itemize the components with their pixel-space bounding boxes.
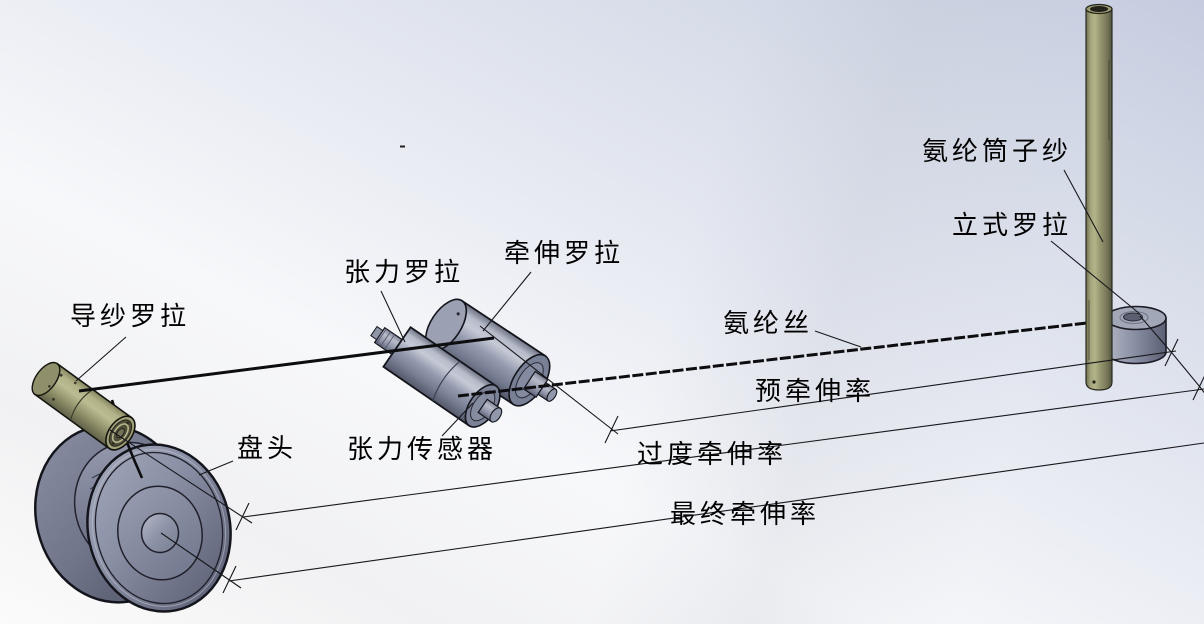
label-spandex-filament: 氨纶丝 [723, 309, 814, 339]
leader-tension-roller [380, 290, 406, 343]
label-vertical-roller: 立式罗拉 [952, 211, 1073, 241]
yarn-guide-to-draft [78, 336, 495, 393]
label-guide-roller: 导纱罗拉 [70, 302, 191, 332]
leader-spandex-package [1063, 169, 1104, 243]
draft-roller [424, 298, 558, 407]
label-draft-roller: 牵伸罗拉 [504, 239, 625, 269]
leader-vertical-roller [1050, 240, 1141, 315]
label-spandex-package: 氨纶筒子纱 [922, 137, 1073, 167]
tick-pre-left [604, 415, 619, 444]
dim-pre-draft [609, 350, 1177, 432]
yarn-draft-to-package [457, 319, 1105, 398]
dim-transition-draft [242, 388, 1204, 518]
spandex-package-tube [1085, 3, 1113, 391]
leader-draft-roller [482, 271, 532, 332]
tick-final-left [222, 565, 237, 594]
tick-pre-right [1164, 338, 1179, 367]
leader-spandex-filament [814, 330, 862, 348]
stray-mark [400, 145, 405, 148]
label-tension-sensor: 张力传感器 [347, 435, 498, 465]
vertical-roller-hole [1123, 312, 1143, 322]
ext-draft-roller [479, 325, 619, 435]
beam-hub [140, 512, 180, 554]
leader-guide-roller [75, 336, 127, 382]
guide-roller [31, 361, 136, 451]
label-pre-draft-ratio: 预牵伸率 [755, 377, 876, 407]
ext-beam-hub [160, 532, 242, 589]
draft-roller-shaft [546, 388, 558, 402]
label-beam-head: 盘头 [237, 434, 298, 464]
dim-final-draft [228, 442, 1204, 582]
beam-head [33, 424, 232, 613]
vertical-roller [1105, 305, 1167, 365]
leader-beam-head [198, 460, 234, 476]
leader-tension-sensor [441, 402, 474, 437]
annotation-lines [75, 169, 1204, 594]
label-tension-roller: 张力罗拉 [344, 258, 465, 288]
label-transition-draft-ratio: 过度牵伸率 [637, 440, 788, 470]
ext-guide-roller [109, 429, 253, 524]
tick-transition-right [1192, 375, 1204, 401]
tension-roller [370, 325, 503, 428]
label-final-draft-ratio: 最终牵伸率 [670, 500, 821, 530]
tick-transition-left [235, 502, 250, 531]
tension-roller-shaft [489, 407, 503, 423]
ext-vertical-roller [1139, 315, 1204, 394]
beam-rim-ring [94, 451, 224, 605]
